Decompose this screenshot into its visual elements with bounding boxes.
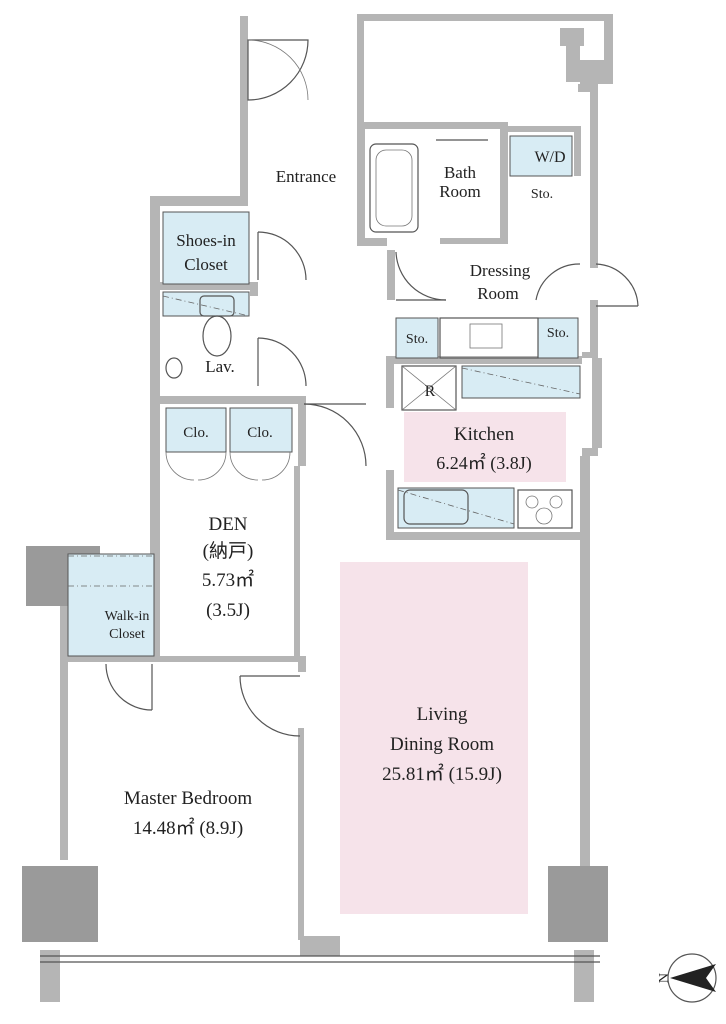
compass: N xyxy=(657,953,717,1003)
kitchen-name-label: Kitchen xyxy=(454,424,515,445)
compass-n-label: N xyxy=(657,973,672,983)
shoes-closet xyxy=(162,211,250,285)
clo-right xyxy=(229,407,293,453)
den-name-label: DEN xyxy=(208,514,247,535)
refrigerator-label: R xyxy=(425,383,436,400)
kitchen-counter-bottom xyxy=(397,487,515,529)
interior-walls xyxy=(68,122,582,940)
clo-left-label: Clo. xyxy=(183,425,208,441)
living-area-label: 25.81㎡ (15.9J) xyxy=(382,762,502,785)
shoes-closet-label-1: Shoes-in xyxy=(176,231,236,250)
bath-label-2: Room xyxy=(439,182,481,201)
bath-label-1: Bath xyxy=(444,163,477,182)
living-highlight xyxy=(340,562,528,914)
compass-arrow-icon xyxy=(670,964,716,992)
wd-box xyxy=(509,135,573,177)
wd-label: W/D xyxy=(534,149,565,166)
walkin-label-1: Walk-in xyxy=(105,609,150,624)
sto-right xyxy=(537,317,579,359)
walkin-closet xyxy=(67,553,155,657)
kitchen-area-label: 6.24㎡ (3.8J) xyxy=(436,452,532,474)
clo-right-label: Clo. xyxy=(247,425,272,441)
sto-left xyxy=(395,317,439,359)
dressing-label-2: Room xyxy=(477,284,519,303)
fixtures xyxy=(68,139,581,587)
entrance-label: Entrance xyxy=(276,167,336,186)
kitchen-highlight xyxy=(404,412,566,482)
walls xyxy=(22,14,613,1002)
kitchen-counter-top xyxy=(461,365,581,399)
sto-left-label: Sto. xyxy=(406,332,428,347)
doors xyxy=(105,39,639,737)
master-area-label: 14.48㎡ (8.9J) xyxy=(133,816,243,839)
living-label-1: Living xyxy=(417,704,468,725)
shoes-closet-label-2: Closet xyxy=(184,255,228,274)
den-area-label: 5.73㎡ xyxy=(202,568,254,591)
bath-sto-label: Sto. xyxy=(531,187,553,202)
lav-label: Lav. xyxy=(205,357,235,376)
walkin-label-2: Closet xyxy=(109,627,145,642)
den-jo-label: (3.5J) xyxy=(206,600,250,621)
den-sub-label: (納戸) xyxy=(203,540,254,562)
master-name-label: Master Bedroom xyxy=(124,788,252,809)
sto-right-label: Sto. xyxy=(547,326,569,341)
living-label-2: Dining Room xyxy=(390,734,494,755)
clo-left xyxy=(165,407,227,453)
dressing-label-1: Dressing xyxy=(470,261,531,280)
